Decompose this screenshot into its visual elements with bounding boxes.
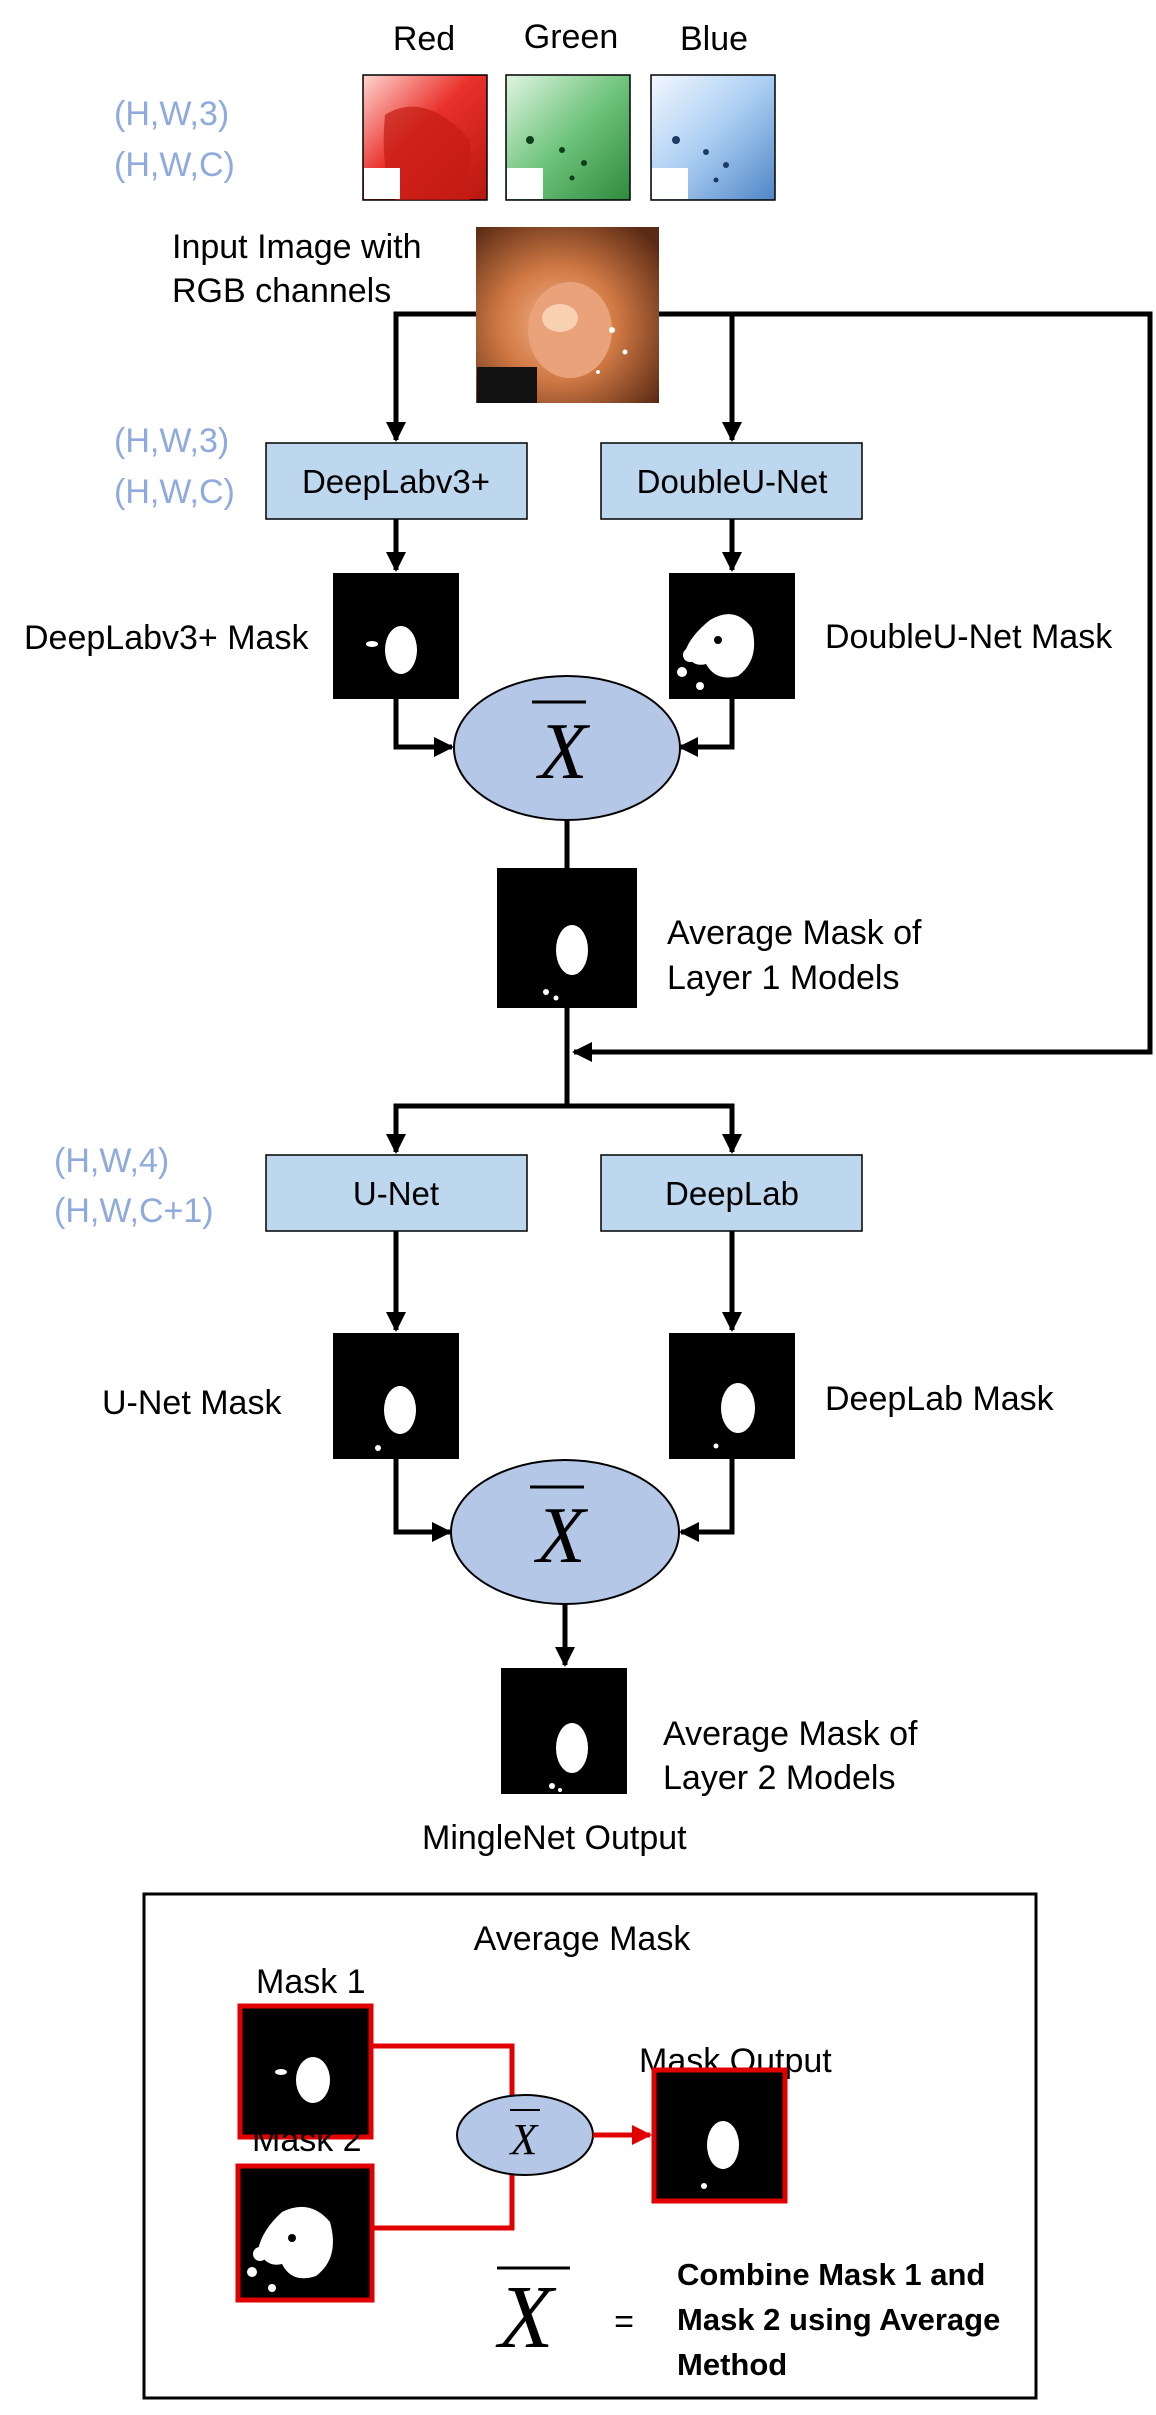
legend-mask1 — [237, 2003, 374, 2140]
blue-channel-image — [650, 74, 776, 201]
unet-label: U-Net — [353, 1175, 439, 1212]
doubleunet-label: DoubleU-Net — [637, 463, 828, 500]
deeplabv3plus-label: DeepLabv3+ — [302, 463, 490, 500]
unet-mask — [333, 1333, 459, 1459]
legend-equation-symbol: X — [496, 2268, 557, 2367]
layer1-xbar-symbol: X — [536, 708, 591, 796]
dim-layer1-1: (H,W,3) — [114, 422, 229, 460]
connector — [393, 699, 454, 757]
connector — [567, 1103, 742, 1154]
connector — [393, 1459, 452, 1542]
unet-mask-label: U-Net Mask — [102, 1384, 282, 1422]
connector — [386, 311, 476, 442]
deeplabv3plus-box — [265, 442, 528, 520]
deeplabv3plus-mask-label: DeepLabv3+ Mask — [24, 619, 309, 657]
layer2-xbar-symbol: X — [534, 1492, 589, 1580]
minglenet-output-label: MingleNet Output — [422, 1819, 687, 1857]
legend-mask1-label: Mask 1 — [256, 1963, 366, 2001]
doubleunet-box — [600, 442, 863, 520]
green-channel-image — [505, 74, 631, 201]
legend-description-line1: Combine Mask 1 and — [677, 2257, 985, 2292]
dim-layer2-1: (H,W,4) — [54, 1142, 169, 1180]
layer2-average-mask — [501, 1668, 627, 1794]
layer2-average-label-line1: Average Mask of — [663, 1715, 918, 1753]
channel-label-green: Green — [524, 18, 619, 56]
legend-mask-output — [651, 2067, 788, 2204]
dim-layer1-2: (H,W,C) — [114, 473, 235, 511]
legend-description-line2: Mask 2 using Average — [677, 2302, 1000, 2337]
connector — [386, 1103, 567, 1154]
layer2-average-label-line2: Layer 2 Models — [663, 1759, 895, 1797]
legend-title: Average Mask — [474, 1920, 692, 1958]
red-channel-image — [362, 74, 488, 201]
legend-mask2 — [235, 2163, 375, 2303]
layer1-average-label-line2: Layer 1 Models — [667, 959, 899, 997]
legend-xbar-symbol: X — [509, 2115, 540, 2164]
legend-connector — [372, 2168, 515, 2231]
legend-equals-sign: = — [614, 2303, 634, 2341]
dim-layer2-2: (H,W,C+1) — [54, 1192, 214, 1230]
connector — [572, 311, 1153, 1062]
input-image — [476, 227, 659, 403]
connector — [679, 1459, 735, 1542]
legend-mask2-label: Mask 2 — [252, 2121, 362, 2159]
layer1-average-label-line1: Average Mask of — [667, 914, 922, 952]
deeplab-mask-label: DeepLab Mask — [825, 1380, 1055, 1418]
channel-label-red: Red — [393, 20, 455, 58]
deeplabv3plus-mask — [333, 573, 459, 699]
doubleunet-mask — [669, 573, 795, 699]
dim-input-1: (H,W,3) — [114, 95, 229, 133]
dim-input-2: (H,W,C) — [114, 146, 235, 184]
connector — [678, 699, 735, 757]
layer1-average-mask — [497, 868, 637, 1008]
channel-label-blue: Blue — [680, 20, 748, 58]
deeplab-box — [600, 1154, 863, 1232]
legend-description-line3: Method — [677, 2347, 787, 2382]
connector — [659, 311, 742, 442]
deeplab-label: DeepLab — [665, 1175, 799, 1212]
input-label-line2: RGB channels — [172, 272, 391, 310]
doubleunet-mask-label: DoubleU-Net Mask — [825, 618, 1113, 656]
input-label-line1: Input Image with — [172, 228, 421, 266]
legend-box — [142, 1892, 1038, 2400]
deeplab-mask — [669, 1333, 795, 1459]
